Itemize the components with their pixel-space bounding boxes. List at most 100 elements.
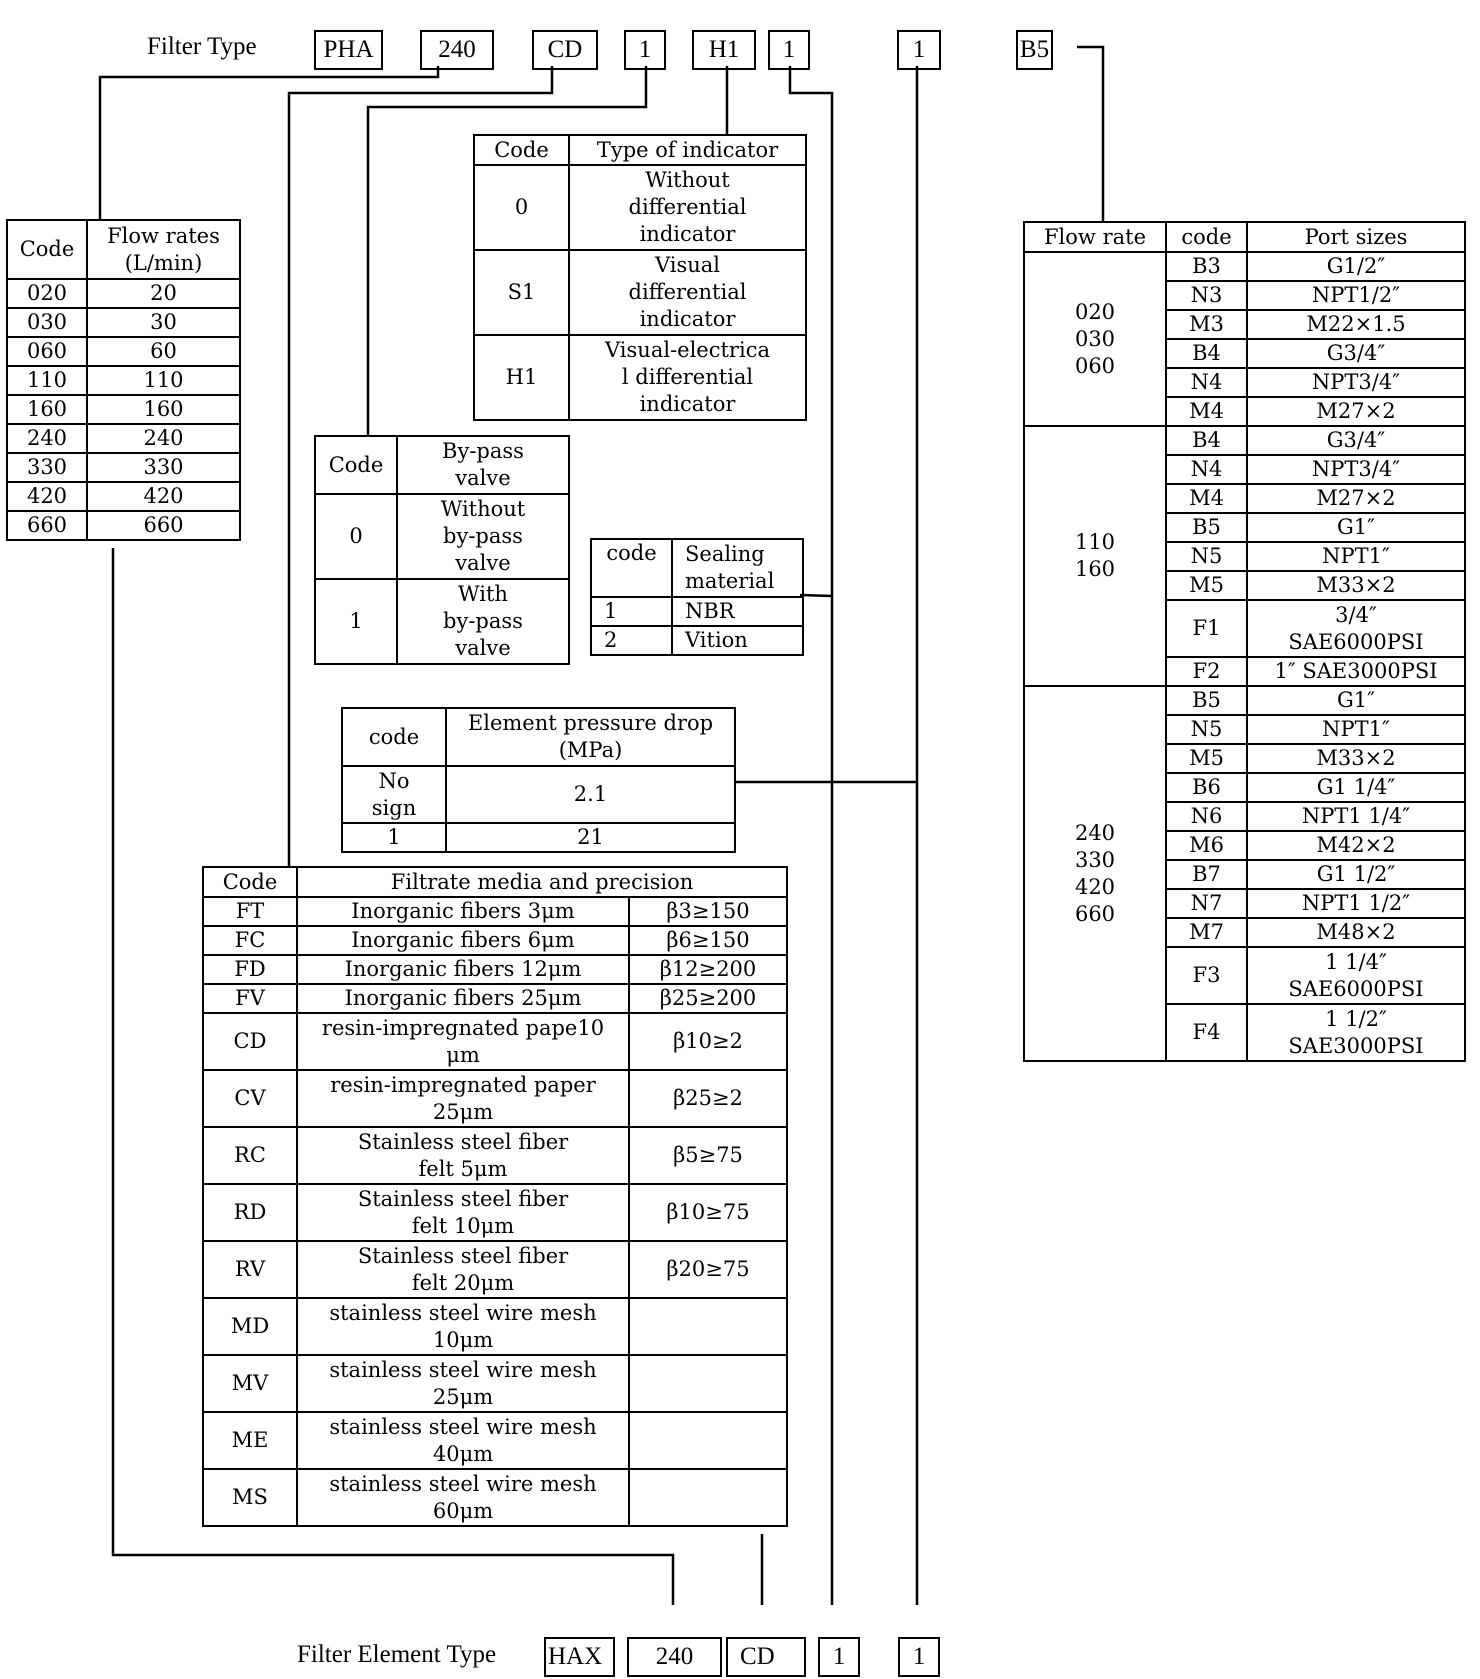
filter-type-label: Filter Type <box>147 33 257 60</box>
port-size-cell: M27×2 <box>1246 396 1466 427</box>
bypass-header-valve: By-pass valve <box>396 435 570 495</box>
value-cell: 2.1 <box>445 765 736 824</box>
code-cell: 110 <box>6 365 88 396</box>
port-size-cell: G1/2″ <box>1246 251 1466 282</box>
code-cell: ME <box>202 1411 298 1470</box>
code-cell: 030 <box>6 307 88 338</box>
code-cell: CV <box>202 1069 298 1128</box>
connector-ports <box>1077 45 1105 222</box>
code-cell: MV <box>202 1354 298 1413</box>
top-code-indicator: H1 <box>692 30 756 70</box>
port-code-cell: M7 <box>1165 917 1248 948</box>
value-cell <box>627 1297 789 1356</box>
port-size-cell: NPT3/4″ <box>1246 454 1466 485</box>
port-code-cell: B4 <box>1165 425 1248 456</box>
value-cell: resin-impregnated pape10 μm <box>296 1012 630 1071</box>
port-code-cell: N7 <box>1165 888 1248 919</box>
port-code-cell: M4 <box>1165 483 1248 514</box>
connector-flow-rate <box>98 66 440 221</box>
port-size-cell: M27×2 <box>1246 483 1466 514</box>
port-header-flow: Flow rate <box>1023 221 1167 253</box>
port-size-cell: NPT1/2″ <box>1246 280 1466 311</box>
port-size-cell: 1″ SAE3000PSI <box>1246 656 1466 687</box>
value-cell <box>627 1411 789 1470</box>
value-cell: 60 <box>86 336 241 367</box>
port-code-cell: F3 <box>1165 946 1248 1005</box>
code-cell: RD <box>202 1183 298 1242</box>
top-code-pressure: 1 <box>897 30 941 70</box>
bottom-code-flow: 240 <box>627 1637 722 1677</box>
value-cell: 110 <box>86 365 241 396</box>
bypass-header-code: Code <box>314 435 398 495</box>
code-cell: 160 <box>6 394 88 425</box>
code-cell: 0 <box>473 164 570 251</box>
flow-table-header-code: Code <box>6 219 88 280</box>
value-cell: Without by-pass valve <box>396 493 570 580</box>
value-cell: Visual differential indicator <box>568 249 807 336</box>
value-cell: Vition <box>671 625 804 656</box>
code-cell: 1 <box>341 822 447 853</box>
header-text: code <box>1181 224 1232 249</box>
value-cell: Stainless steel fiber felt 5μm <box>296 1126 630 1185</box>
port-code-cell: N5 <box>1165 714 1248 745</box>
header-text: Port sizes <box>1304 224 1408 249</box>
value-cell: 660 <box>86 510 241 541</box>
value-cell: NBR <box>671 596 804 627</box>
indicator-header-type: Type of indicator <box>568 134 807 166</box>
port-header-size: Port sizes <box>1246 221 1466 253</box>
value-cell: stainless steel wire mesh 10μm <box>296 1297 630 1356</box>
code-cell: MS <box>202 1468 298 1527</box>
port-size-cell: G3/4″ <box>1246 425 1466 456</box>
port-size-cell: G1″ <box>1246 685 1466 716</box>
value-cell: 30 <box>86 307 241 338</box>
top-code-port: B5 <box>1016 30 1053 70</box>
port-size-cell: G1 1/4″ <box>1246 772 1466 803</box>
value-cell: β3≥150 <box>627 896 789 927</box>
header-text: code <box>606 541 657 565</box>
code-cell: FC <box>202 925 298 956</box>
port-size-cell: M33×2 <box>1246 570 1466 601</box>
port-code-cell: M5 <box>1165 570 1248 601</box>
value-cell: Inorganic fibers 6μm <box>296 925 630 956</box>
code-cell: 240 <box>6 423 88 454</box>
value-cell: β20≥75 <box>627 1240 789 1299</box>
value-cell: 20 <box>86 278 241 309</box>
value-cell: 240 <box>86 423 241 454</box>
value-cell: β5≥75 <box>627 1126 789 1185</box>
code-cell: 2 <box>590 625 673 656</box>
header-text: Element pressure drop (MPa) <box>467 711 714 762</box>
value-cell: stainless steel wire mesh 25μm <box>296 1354 630 1413</box>
filter-element-type-label: Filter Element Type <box>297 1641 497 1668</box>
bottom-code-bypass: 1 <box>818 1637 860 1677</box>
value-cell <box>627 1354 789 1413</box>
value-cell: Inorganic fibers 12μm <box>296 954 630 985</box>
value-cell: 21 <box>445 822 736 853</box>
header-text: Code <box>494 137 549 162</box>
value-cell: stainless steel wire mesh 40μm <box>296 1411 630 1470</box>
port-size-cell: NPT1 1/2″ <box>1246 888 1466 919</box>
